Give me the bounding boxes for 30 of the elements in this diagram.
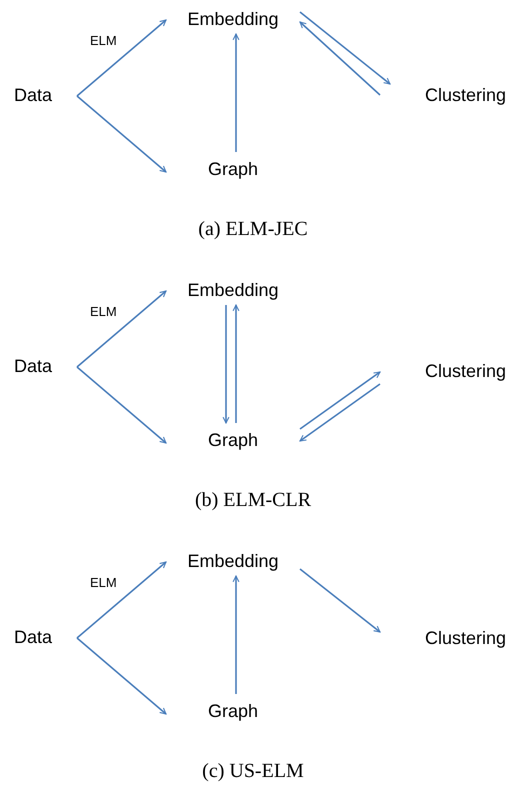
- arrow: [76, 366, 167, 444]
- arrow: [300, 371, 381, 430]
- node-label: Data: [14, 628, 52, 648]
- node-label: Data: [14, 357, 52, 377]
- node-label: Embedding: [187, 281, 279, 301]
- node-label: Clustering: [424, 362, 506, 382]
- arrow: [232, 575, 240, 694]
- arrow: [232, 33, 240, 152]
- arrow: [232, 304, 240, 423]
- arrow: [300, 568, 381, 633]
- arrow: [299, 21, 381, 96]
- arrow: [76, 637, 167, 715]
- arrow: [76, 95, 167, 173]
- arrow: [299, 383, 380, 442]
- node-label: Graph: [208, 160, 258, 180]
- arrow: [76, 290, 167, 368]
- arrow: [76, 561, 167, 639]
- arrow: [222, 305, 230, 424]
- arrow: [300, 11, 391, 85]
- node-label: Graph: [208, 431, 258, 451]
- panel-caption: (c) US-ELM: [202, 760, 304, 782]
- node-label: Embedding: [187, 552, 279, 572]
- node-label: Clustering: [424, 629, 506, 649]
- node-label: Graph: [208, 702, 258, 722]
- panel-caption: (a) ELM-JEC: [198, 218, 308, 240]
- panel-caption: (b) ELM-CLR: [194, 489, 312, 511]
- node-label: Data: [14, 86, 52, 106]
- node-label: Embedding: [187, 10, 279, 30]
- node-label: Clustering: [424, 86, 506, 106]
- arrow: [76, 19, 167, 97]
